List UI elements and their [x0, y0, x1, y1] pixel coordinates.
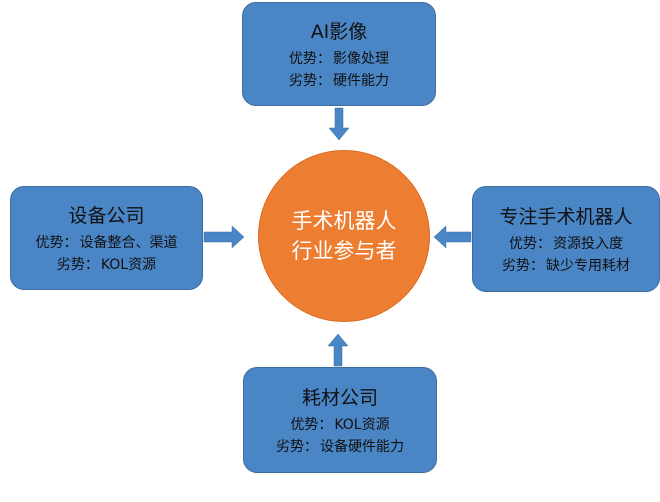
advantage-text: KOL资源: [334, 416, 390, 433]
disadvantage-label: 劣势：: [56, 256, 99, 273]
advantage-line: 优势：设备整合、渠道: [36, 232, 178, 254]
box-title: 耗材公司: [301, 386, 378, 409]
advantage-label: 优势：: [289, 50, 331, 67]
advantage-line: 优势：资源投入度: [509, 233, 623, 255]
box-title: AI影像: [310, 20, 368, 43]
disadvantage-label: 劣势：: [502, 257, 544, 274]
box-equipment-company: 设备公司 优势：设备整合、渠道 劣势：KOL资源: [10, 186, 203, 290]
arrow-bottom-to-center: [327, 333, 349, 367]
arrow-top-to-center: [328, 107, 350, 141]
advantage-text: 资源投入度: [553, 235, 623, 252]
box-ai-imaging: AI影像 优势：影像处理 劣势：硬件能力: [242, 2, 436, 106]
center-label-line1: 手术机器人: [291, 209, 397, 233]
advantage-line: 优势：KOL资源: [290, 414, 389, 436]
disadvantage-text: 硬件能力: [333, 72, 389, 89]
arrow-left-to-center: [203, 225, 245, 249]
disadvantage-line: 劣势：缺少专用耗材: [502, 255, 630, 277]
disadvantage-text: 设备硬件能力: [320, 438, 404, 455]
advantage-text: 影像处理: [333, 50, 389, 67]
advantage-text: 设备整合、渠道: [79, 234, 178, 251]
center-label-line2: 行业参与者: [291, 239, 397, 263]
disadvantage-line: 劣势：KOL资源: [57, 254, 156, 276]
disadvantage-line: 劣势：硬件能力: [289, 70, 389, 92]
disadvantage-text: KOL资源: [100, 256, 157, 273]
box-title: 设备公司: [68, 204, 145, 227]
box-consumables-company: 耗材公司 优势：KOL资源 劣势：设备硬件能力: [243, 367, 437, 473]
arrow-right-to-center: [433, 225, 472, 249]
disadvantage-text: 缺少专用耗材: [546, 257, 630, 274]
box-dedicated-surgical-robot: 专注手术机器人 优势：资源投入度 劣势：缺少专用耗材: [472, 186, 660, 292]
advantage-label: 优势：: [290, 416, 333, 433]
advantage-line: 优势：影像处理: [289, 48, 389, 70]
center-circle: 手术机器人 行业参与者: [258, 150, 430, 322]
advantage-label: 优势：: [509, 235, 551, 252]
box-title: 专注手术机器人: [499, 205, 633, 228]
advantage-label: 优势：: [35, 234, 78, 251]
disadvantage-label: 劣势：: [289, 72, 331, 89]
disadvantage-line: 劣势：设备硬件能力: [276, 436, 404, 458]
disadvantage-label: 劣势：: [276, 438, 318, 455]
